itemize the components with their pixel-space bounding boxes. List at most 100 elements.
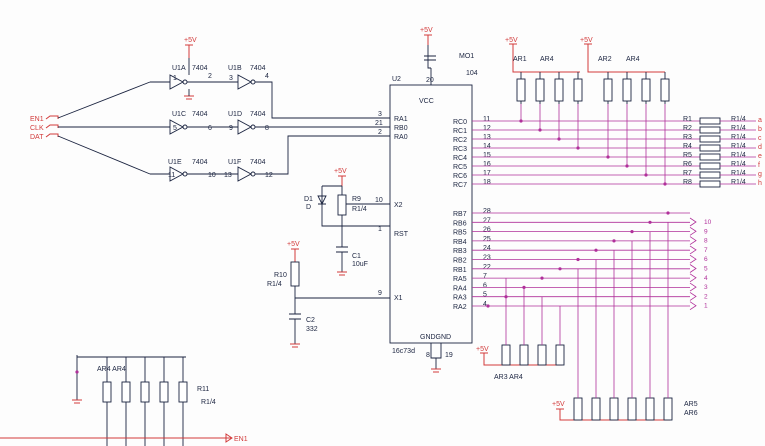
row-resistor-ref: R3 (683, 134, 692, 141)
svg-text:7404: 7404 (192, 65, 208, 72)
row-output-label: a (758, 117, 762, 124)
svg-text:12: 12 (265, 172, 273, 179)
svg-text:11: 11 (168, 172, 175, 179)
array-resistor (554, 78, 564, 102)
svg-text:2: 2 (208, 73, 212, 80)
pin-num-7: 7 (483, 273, 487, 280)
pin-num-11: 11 (483, 116, 490, 123)
pin-num-17: 17 (483, 170, 491, 177)
pin-num-15: 15 (483, 152, 491, 159)
input-label-en1: EN1 (30, 116, 44, 123)
row-output-label: b (758, 126, 762, 133)
pin-num-14: 14 (483, 143, 491, 150)
svg-text:21: 21 (375, 120, 383, 127)
inverter-u1a: U1A 7404 1 2 (169, 65, 228, 90)
array-resistor (645, 397, 655, 421)
svg-text:R1/4: R1/4 (267, 281, 282, 288)
pin-name-rb7: RB7 (453, 211, 467, 218)
row-resistor (699, 126, 721, 134)
inverter-u1f: U1F 7404 13 12 (224, 135, 390, 182)
connector-pin-label: 4 (704, 275, 708, 282)
pin-name-ra2: RA2 (453, 304, 467, 311)
mcu-ref: U2 (392, 76, 401, 83)
pin-num-13: 13 (483, 134, 491, 141)
junction-dot (486, 304, 490, 308)
row-resistor-ref: R7 (683, 170, 692, 177)
junction-dot (576, 257, 580, 262)
row-resistor-value: R1/4 (731, 125, 746, 132)
array-resistor (660, 78, 670, 102)
svg-text:+5V: +5V (580, 37, 593, 44)
pin-name-rc6: RC6 (453, 173, 467, 180)
bottom-mid-array: +5V AR3 AR4 (476, 278, 565, 381)
pin-name-rb6: RB6 (453, 220, 467, 227)
svg-text:U1D: U1D (228, 111, 242, 118)
connector-pin-label: 3 (704, 284, 708, 291)
row-output-label: f (758, 162, 760, 169)
connector-pin-label: 2 (704, 293, 708, 300)
svg-text:R11: R11 (197, 386, 209, 393)
row-resistor-ref: R2 (683, 125, 692, 132)
svg-text:AR1: AR1 (513, 56, 527, 63)
svg-text:1: 1 (173, 75, 177, 82)
bottom-left-array: AR4 AR4 R11 R1/4 EN1 (0, 355, 248, 446)
row-resistor (699, 180, 721, 188)
svg-text:+5V: +5V (476, 346, 489, 353)
svg-text:7404: 7404 (250, 159, 266, 166)
svg-text:AR4: AR4 (626, 56, 640, 63)
svg-text:U1A: U1A (172, 65, 186, 72)
row-resistor (699, 171, 721, 179)
pin-name-rb4: RB4 (453, 239, 467, 246)
row-resistor-value: R1/4 (731, 152, 746, 159)
row-resistor (699, 135, 721, 143)
array-resistor (501, 344, 511, 366)
pin-name-rc3: RC3 (453, 146, 467, 153)
svg-text:D1: D1 (304, 196, 313, 203)
svg-text:9: 9 (378, 290, 382, 297)
svg-text:C1: C1 (352, 253, 361, 260)
pin-name-rc0: RC0 (453, 119, 467, 126)
connector-pin-label: 10 (704, 219, 712, 226)
array-resistor (535, 78, 545, 102)
junction-dot (612, 239, 616, 243)
svg-text:R1/4: R1/4 (201, 399, 216, 406)
svg-text:RST: RST (394, 231, 409, 238)
mo1-ref: MO1 (459, 53, 474, 60)
row-resistor-ref: R4 (683, 143, 692, 150)
row-output-label: d (758, 144, 762, 151)
inverter-power: +5V (184, 37, 197, 100)
row-resistor (699, 153, 721, 161)
junction-dot (666, 211, 670, 215)
junction-dot (558, 267, 562, 271)
pin-num-24: 24 (483, 245, 491, 252)
array-resistor (516, 78, 526, 102)
row-resistor (699, 144, 721, 152)
pin-name-rb2: RB2 (453, 258, 467, 265)
svg-text:+5V: +5V (420, 27, 433, 34)
pin-num-4: 4 (483, 301, 487, 308)
row-output-label: e (758, 153, 762, 160)
row-resistor-ref: R1 (683, 116, 692, 123)
pin-name-ra4: RA4 (453, 285, 467, 292)
pin-num-25: 25 (483, 236, 491, 243)
array-resistor (641, 78, 651, 102)
row-resistor-value: R1/4 (731, 179, 746, 186)
svg-text:7404: 7404 (192, 111, 208, 118)
svg-text:C2: C2 (306, 317, 315, 324)
svg-text:AR6: AR6 (684, 410, 698, 417)
array-resistor (519, 344, 529, 366)
row-resistor-ref: R8 (683, 179, 692, 186)
pin-name-ra3: RA3 (453, 295, 467, 302)
row-resistor-value: R1/4 (731, 170, 746, 177)
row-output-label: h (758, 180, 762, 187)
pin-num-26: 26 (483, 227, 491, 234)
mcu-gnd: GNDGND (420, 334, 451, 341)
row-resistor-value: R1/4 (731, 116, 746, 123)
svg-text:8: 8 (265, 125, 269, 132)
pin-num-22: 22 (483, 264, 491, 271)
array-resistor (603, 78, 613, 102)
pin-num-6: 6 (483, 282, 487, 289)
array-resistor (555, 344, 565, 366)
